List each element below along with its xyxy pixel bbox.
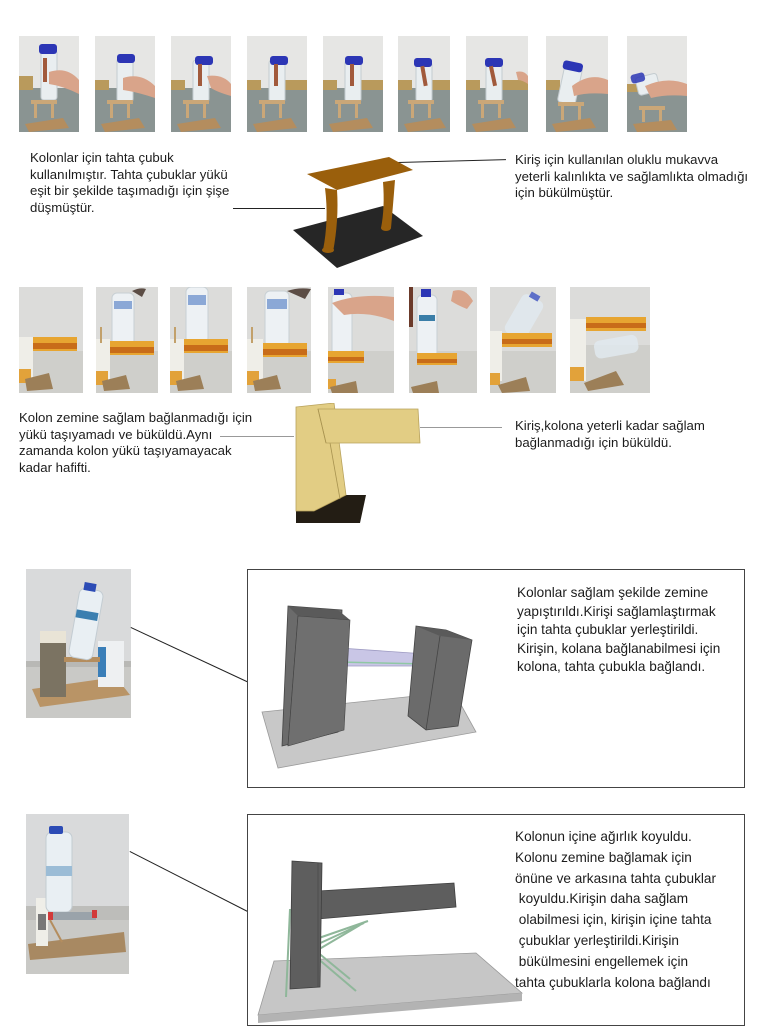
solution-2-photo	[26, 814, 129, 974]
trial-1-photo	[627, 36, 687, 132]
leader-line	[220, 436, 294, 437]
trial-2-photo	[170, 287, 232, 393]
caption-line: bükülmesini engellemek için	[515, 953, 689, 969]
caption-line: olabilmesi için, kirişin içine tahta	[515, 912, 712, 928]
trial-2-beam-caption: Kiriş,kolona yeterli kadar sağlam bağlan…	[515, 418, 705, 450]
leader-line	[233, 208, 325, 209]
caption-line: önüne ve arkasına tahta çubuklar	[515, 870, 717, 886]
trial-1-photo	[546, 36, 608, 132]
trial-2-photo	[96, 287, 158, 393]
trial-2-photo	[570, 287, 650, 393]
caption-line: Kolonun içine ağırlık koyuldu.	[515, 829, 692, 844]
trial-2-column-caption: Kolon zemine sağlam bağlanmadığı için yü…	[19, 410, 253, 475]
solution-1-structure-diagram	[258, 600, 488, 775]
trial-1-structure-diagram	[285, 150, 435, 275]
solution-1-caption: Kolonlar sağlam şekilde zemine yapıştırı…	[517, 585, 721, 674]
trial-2-photo	[247, 287, 311, 393]
trial-1-beam-caption: Kiriş için kullanılan oluklu mukavva yet…	[515, 152, 749, 200]
trial-2-structure-diagram	[290, 403, 430, 527]
connector-line	[130, 627, 254, 685]
trial-1-photo	[398, 36, 450, 132]
trial-2-photo	[328, 287, 394, 393]
caption-line: Kolonu zemine bağlamak için	[515, 849, 692, 865]
caption-line: koyuldu.Kirişin daha sağlam	[515, 891, 689, 907]
trial-1-photo	[466, 36, 528, 132]
solution-2-structure-diagram	[250, 839, 528, 1025]
trial-1-photo	[19, 36, 79, 132]
trial-2-photo	[490, 287, 556, 393]
trial-1-photo	[95, 36, 155, 132]
solution-2-panel: Kolonun içine ağırlık koyuldu. Kolonu ze…	[247, 814, 745, 1026]
solution-1-panel: Kolonlar sağlam şekilde zemine yapıştırı…	[247, 569, 745, 788]
caption-line: çubuklar yerleştirildi.Kirişin	[515, 932, 679, 948]
trial-2-photo	[409, 287, 477, 393]
solution-1-photo	[26, 569, 131, 718]
trial-1-photo	[171, 36, 231, 132]
solution-2-caption: Kolonun içine ağırlık koyuldu. Kolonu ze…	[515, 827, 745, 993]
trial-1-column-caption: Kolonlar için tahta çubuk kullanılmıştır…	[30, 150, 230, 215]
connector-line	[129, 851, 248, 912]
trial-2-photo	[19, 287, 83, 393]
trial-1-photo	[323, 36, 383, 132]
trial-1-photo	[247, 36, 307, 132]
caption-line: tahta çubuklarla kolona bağlandı	[515, 974, 711, 990]
leader-line	[420, 427, 502, 428]
